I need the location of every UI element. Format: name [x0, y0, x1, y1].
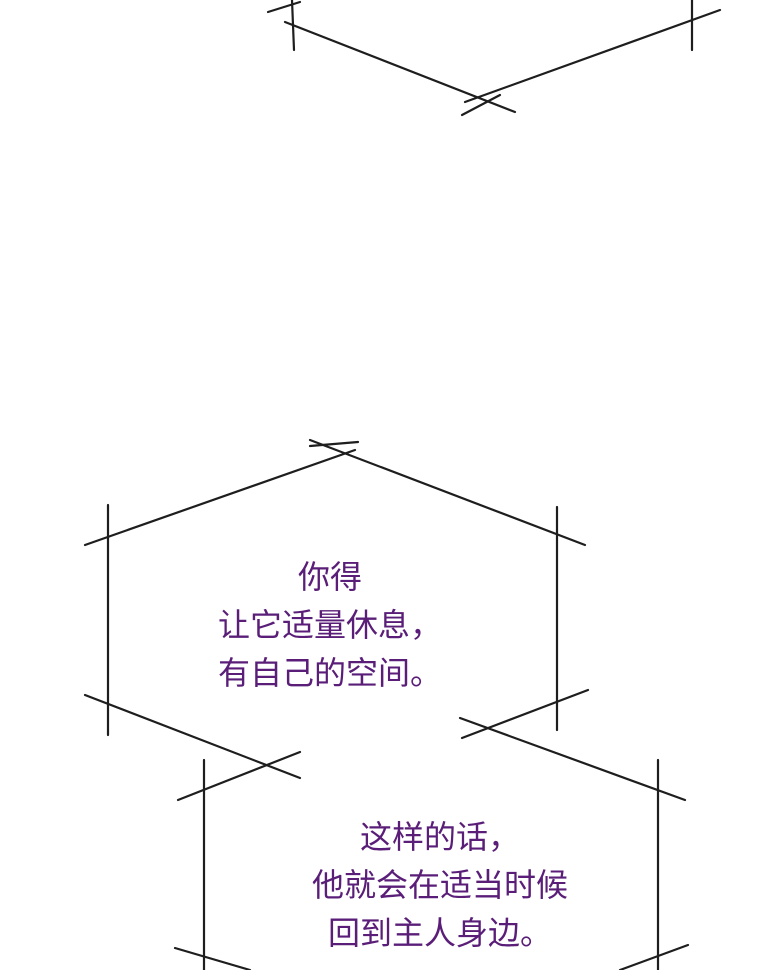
middle-hexagon-frame [83, 438, 590, 780]
speech-bubble-text-2: 这样的话， 他就会在适当时候 回到主人身边。 [260, 813, 620, 957]
bubble-1-line-2: 让它适量休息， [217, 606, 442, 644]
bubble-2-line-1: 这样的话， [359, 818, 520, 856]
bubble-1-line-1: 你得 [297, 558, 362, 596]
bubble-2-line-2: 他就会在适当时候 [311, 866, 568, 904]
top-hexagon-frame [266, 0, 722, 117]
bubble-1-line-3: 有自己的空间。 [217, 654, 442, 692]
speech-bubble-text-1: 你得 让它适量休息， 有自己的空间。 [160, 553, 500, 697]
bubble-2-line-3: 回到主人身边。 [327, 914, 552, 952]
bottom-hexagon-frame [173, 716, 690, 970]
